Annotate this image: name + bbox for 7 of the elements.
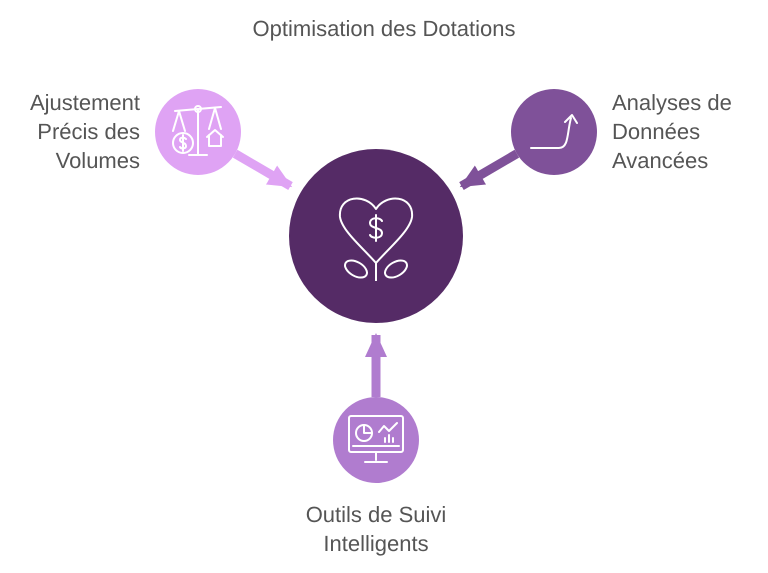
arrow <box>232 150 293 190</box>
node-label: Analyses de Données Avancées <box>612 89 733 175</box>
arrow <box>459 150 520 190</box>
diagram-title: Optimisation des Dotations <box>252 16 516 42</box>
node-label: Ajustement Précis des Volumes <box>28 89 140 175</box>
arrow <box>365 333 387 397</box>
node-label: Outils de Suivi Intelligents <box>304 501 448 558</box>
